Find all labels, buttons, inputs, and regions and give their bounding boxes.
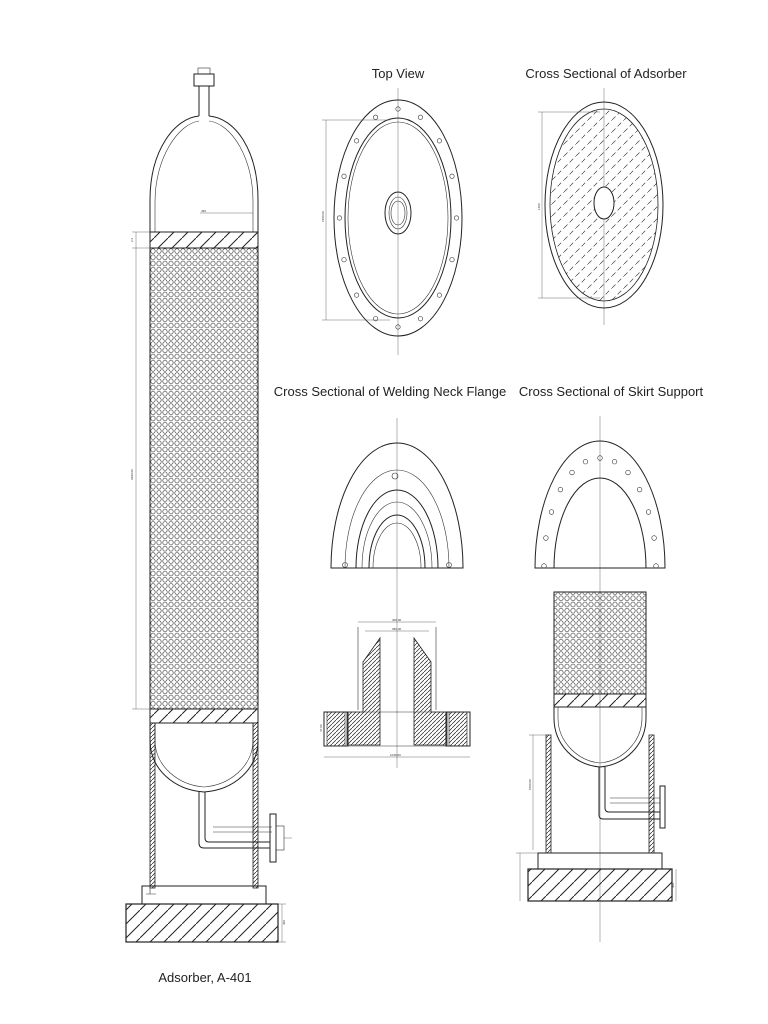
bottom-head bbox=[149, 723, 259, 793]
bolt-hole bbox=[651, 535, 657, 541]
svg-text:490: 490 bbox=[201, 209, 206, 213]
bolt-hole bbox=[548, 509, 555, 515]
bolt-hole bbox=[373, 114, 379, 120]
adsorber-section-title: Cross Sectional of Adsorber bbox=[525, 66, 687, 81]
flange-section-view: 405.00 350.00 1046.00 47.00 bbox=[319, 618, 471, 758]
bolt-hole bbox=[373, 316, 379, 322]
skirt-support: Cross Sectional of Skirt Support 1000. bbox=[516, 384, 704, 942]
bolt-hole bbox=[453, 215, 459, 221]
svg-text:350.00: 350.00 bbox=[392, 627, 402, 631]
bolt-hole bbox=[449, 257, 455, 263]
bolt-hole bbox=[436, 292, 442, 298]
bolt-hole bbox=[417, 114, 423, 120]
height-dimension: 2990.00 2.6 bbox=[130, 231, 150, 710]
bolt-hole bbox=[557, 487, 564, 493]
center-pipe bbox=[593, 186, 615, 220]
skirt-legs bbox=[149, 722, 259, 889]
lower-support-grid bbox=[149, 708, 259, 724]
flange-section-title: Cross Sectional of Welding Neck Flange bbox=[274, 384, 506, 399]
adsorber-section-dimension: 1400 bbox=[537, 111, 600, 299]
bolt-hole bbox=[395, 324, 401, 330]
bottom-outlet-pipe bbox=[198, 792, 292, 863]
skirt-section-title: Cross Sectional of Skirt Support bbox=[519, 384, 704, 399]
bolt-hole bbox=[341, 173, 347, 179]
bolt-hole bbox=[417, 316, 423, 322]
bolt-hole bbox=[653, 563, 659, 569]
bolt-hole bbox=[645, 509, 652, 515]
svg-text:400: 400 bbox=[282, 920, 286, 925]
skirt-elevation: 1000.00 400 bbox=[516, 591, 677, 902]
adsorber-elevation: 490 2990.00 2.6 bbox=[125, 67, 292, 943]
top-head bbox=[149, 115, 259, 232]
bolt-hole bbox=[354, 292, 360, 298]
bolt-hole bbox=[341, 257, 347, 263]
top-nozzle bbox=[193, 67, 215, 116]
foundation-dimension: 400 bbox=[278, 903, 286, 943]
bolt-hole bbox=[569, 469, 575, 476]
svg-text:405.00: 405.00 bbox=[392, 618, 402, 622]
svg-text:1400: 1400 bbox=[537, 203, 541, 210]
bolt-hole bbox=[625, 469, 631, 476]
bolt-hole bbox=[611, 459, 618, 465]
skirt-plan-view bbox=[534, 440, 666, 569]
bolt-hole bbox=[395, 106, 401, 112]
svg-text:2.6: 2.6 bbox=[130, 237, 134, 242]
adsorber-cross-section: 1400 Cross Sectional of Adsorber bbox=[525, 66, 687, 325]
bolt-hole bbox=[541, 563, 547, 569]
svg-text:1000.00: 1000.00 bbox=[528, 779, 532, 790]
flange-plan-view bbox=[330, 442, 464, 569]
top-view: 1500.00 Top View bbox=[321, 66, 463, 355]
welding-neck-flange: Cross Sectional of Welding Neck Flange 4… bbox=[274, 384, 506, 768]
top-view-bolt-holes bbox=[336, 106, 459, 330]
skirt-bolt-holes bbox=[541, 455, 659, 569]
bolt-hole bbox=[543, 535, 549, 541]
bolt-hole bbox=[354, 138, 360, 144]
packed-bed bbox=[149, 247, 259, 710]
bolt-hole bbox=[449, 173, 455, 179]
svg-text:47.00: 47.00 bbox=[319, 724, 323, 732]
svg-text:2990.00: 2990.00 bbox=[130, 469, 134, 480]
upper-support-grid bbox=[149, 231, 259, 249]
foundation-block bbox=[125, 903, 279, 943]
main-caption: Adsorber, A-401 bbox=[158, 970, 251, 985]
base-plate bbox=[141, 885, 267, 905]
bolt-hole bbox=[336, 215, 342, 221]
bolt-hole bbox=[597, 455, 603, 461]
top-view-dimension: 1500.00 bbox=[321, 119, 390, 321]
bolt-hole bbox=[436, 138, 442, 144]
svg-text:1046.00: 1046.00 bbox=[390, 753, 401, 757]
top-view-title: Top View bbox=[372, 66, 425, 81]
bolt-hole bbox=[582, 459, 589, 465]
svg-text:1500.00: 1500.00 bbox=[321, 211, 325, 222]
svg-text:400: 400 bbox=[671, 883, 675, 888]
bolt-hole bbox=[636, 487, 643, 493]
